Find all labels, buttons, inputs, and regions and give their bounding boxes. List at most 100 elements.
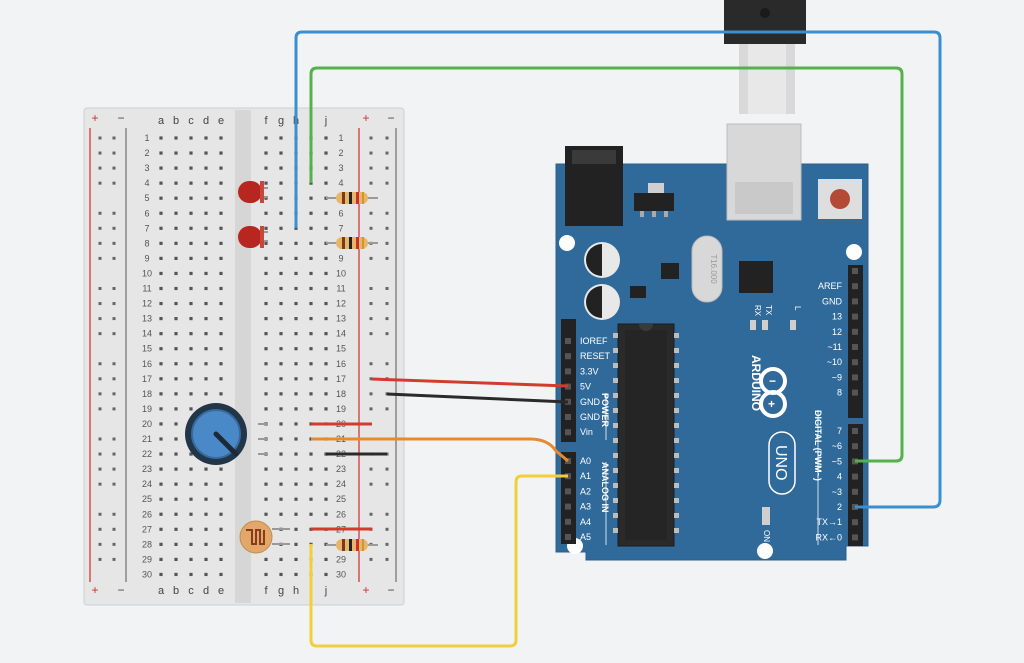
arduino-uno-board[interactable]: T16.000 RX TX L ON − + ARDUINO UNO	[555, 123, 869, 561]
resistor-2[interactable]	[326, 237, 378, 249]
row-number-left: 4	[144, 178, 149, 188]
wire-orange-a0[interactable]	[311, 437, 569, 463]
column-letter: f	[264, 585, 268, 597]
power-pin-label-5: GND	[580, 412, 601, 422]
digital-pin-label-bottom-4: ~3	[832, 487, 842, 497]
row-number-left: 29	[142, 554, 152, 564]
row-number-left: 14	[142, 329, 152, 339]
rail-sign: +	[362, 111, 369, 125]
row-number-left: 9	[144, 253, 149, 263]
column-letter: j	[324, 585, 327, 597]
analog-pin-label-3: A3	[580, 502, 591, 512]
usb-cable[interactable]	[724, 0, 806, 114]
row-number-right: 29	[336, 554, 346, 564]
row-number-left: 12	[142, 299, 152, 309]
digital-header-bottom	[848, 424, 863, 546]
resistor-3[interactable]	[326, 539, 378, 551]
row-number-right: 7	[338, 223, 343, 233]
row-number-left: 17	[142, 374, 152, 384]
row-number-left: 6	[144, 208, 149, 218]
row-number-right: 24	[336, 479, 346, 489]
row-number-right: 12	[336, 299, 346, 309]
digital-pin-label-top-4: 12	[832, 327, 842, 337]
potentiometer[interactable]	[185, 403, 268, 465]
column-letter: b	[173, 115, 179, 127]
row-number-left: 24	[142, 479, 152, 489]
power-pin-label-1: RESET	[580, 351, 611, 361]
row-number-right: 19	[336, 404, 346, 414]
row-number-left: 21	[142, 434, 152, 444]
digital-pin-label-bottom-3: 4	[837, 472, 842, 482]
wire-yellow-a1[interactable]	[309, 474, 568, 648]
photoresistor[interactable]	[239, 520, 290, 554]
rail-sign: −	[387, 583, 394, 597]
row-number-left: 10	[142, 268, 152, 278]
resistor-1[interactable]	[326, 192, 378, 204]
rail-sign: +	[362, 583, 369, 597]
rail-sign: +	[91, 111, 98, 125]
column-letter: e	[218, 115, 224, 127]
power-pin-label-3: 5V	[580, 382, 591, 392]
column-letter: g	[278, 115, 284, 127]
digital-pin-label-bottom-0: 7	[837, 426, 842, 436]
row-number-right: 3	[338, 163, 343, 173]
breadboard[interactable]: 1122334455667788991010111112121313141415…	[83, 107, 405, 606]
digital-pin-label-top-6: ~10	[827, 357, 842, 367]
crystal-label: T16.000	[709, 254, 718, 284]
row-number-left: 25	[142, 494, 152, 504]
row-number-right: 18	[336, 389, 346, 399]
wire-blue[interactable]	[294, 30, 942, 509]
usb-chip	[739, 261, 773, 293]
row-number-left: 2	[144, 148, 149, 158]
digital-pin-label-bottom-2: ~5	[832, 456, 842, 466]
atmega-chip	[613, 323, 679, 547]
digital-pin-label-bottom-7: RX←0	[815, 532, 842, 542]
digital-pin-label-top-7: ~9	[832, 372, 842, 382]
led-label-on: ON	[762, 530, 771, 542]
svg-text:−: −	[769, 374, 776, 388]
row-number-right: 11	[336, 284, 345, 294]
power-header-title: POWER	[600, 393, 610, 428]
uno-text: UNO	[772, 445, 789, 481]
svg-text:+: +	[768, 397, 775, 411]
column-letter: j	[324, 115, 327, 127]
row-number-left: 18	[142, 389, 152, 399]
reset-button[interactable]	[818, 179, 862, 219]
breadboard-holes	[98, 136, 389, 577]
wire-green[interactable]	[309, 66, 904, 463]
arduino-logo: − + ARDUINO	[749, 355, 787, 418]
digital-pin-label-top-5: ~11	[827, 342, 842, 352]
row-number-left: 8	[144, 238, 149, 248]
led-label-tx: TX	[764, 305, 773, 316]
row-number-left: 3	[144, 163, 149, 173]
column-letter: b	[173, 585, 179, 597]
row-number-left: 23	[142, 464, 152, 474]
digital-pin-label-top-8: 8	[837, 388, 842, 398]
led-label-l: L	[793, 306, 802, 311]
row-number-right: 16	[336, 359, 346, 369]
row-number-left: 26	[142, 509, 152, 519]
led-1[interactable]	[238, 181, 268, 203]
wire-red-5v[interactable]	[371, 377, 569, 388]
power-pin-label-4: GND	[580, 397, 601, 407]
analog-pin-label-1: A1	[580, 471, 591, 481]
row-number-left: 30	[142, 569, 152, 579]
digital-pin-label-top-1: AREF	[818, 281, 843, 291]
led-2[interactable]	[238, 226, 268, 248]
row-number-right: 17	[336, 374, 346, 384]
column-letter: g	[278, 585, 284, 597]
column-letter: e	[218, 585, 224, 597]
led-label-rx: RX	[753, 305, 762, 317]
row-number-left: 1	[144, 133, 149, 143]
wire-black-gnd[interactable]	[386, 392, 569, 404]
rail-sign: −	[117, 111, 124, 125]
row-number-right: 13	[336, 314, 346, 324]
analog-pin-label-0: A0	[580, 456, 591, 466]
row-number-left: 5	[144, 193, 149, 203]
column-letter: c	[188, 585, 194, 597]
capacitor-1	[584, 242, 620, 278]
digital-pin-label-bottom-6: TX→1	[816, 517, 842, 527]
power-pin-label-6: Vin	[580, 427, 593, 437]
analog-pin-label-2: A2	[580, 486, 591, 496]
